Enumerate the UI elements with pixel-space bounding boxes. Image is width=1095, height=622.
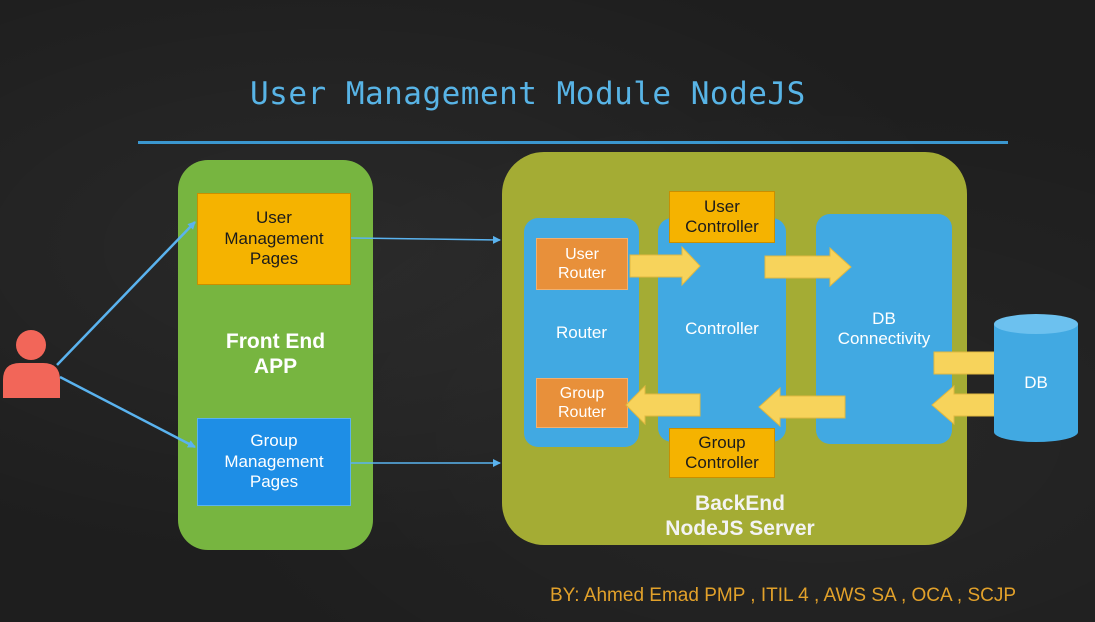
router-label: Router	[555, 322, 608, 342]
user-icon	[3, 330, 60, 398]
frontend-app-label: Front End APP	[225, 329, 326, 378]
title-underline	[138, 141, 1008, 144]
db-connectivity-label: DB Connectivity	[837, 308, 931, 348]
user-to-user-pages-arrow	[56, 221, 196, 366]
author-credit: BY: Ahmed Emad PMP , ITIL 4 , AWS SA , O…	[550, 585, 1017, 606]
group-management-pages-box: Group Management Pages	[197, 418, 351, 506]
database-icon	[994, 314, 1078, 442]
user-management-pages-box: User Management Pages	[197, 193, 351, 285]
user-pages-to-backend-arrow	[350, 235, 501, 244]
user-router-box: User Router	[536, 238, 628, 290]
controller-to-db-connectivity-arrow	[764, 246, 852, 288]
backend-server-label: BackEnd NodeJS Server	[665, 491, 815, 540]
controller-label: Controller	[685, 318, 759, 338]
db-label: DB	[1024, 372, 1048, 392]
page-title: User Management Module NodeJS	[250, 76, 806, 112]
group-controller-box: Group Controller	[669, 428, 775, 478]
user-controller-box: User Controller	[669, 191, 775, 243]
group-router-box: Group Router	[536, 378, 628, 428]
user-to-group-pages-arrow	[59, 375, 196, 449]
controller-to-router-arrow	[625, 384, 701, 426]
router-to-controller-arrow	[629, 245, 701, 287]
db-connectivity-to-controller-arrow	[758, 386, 846, 428]
